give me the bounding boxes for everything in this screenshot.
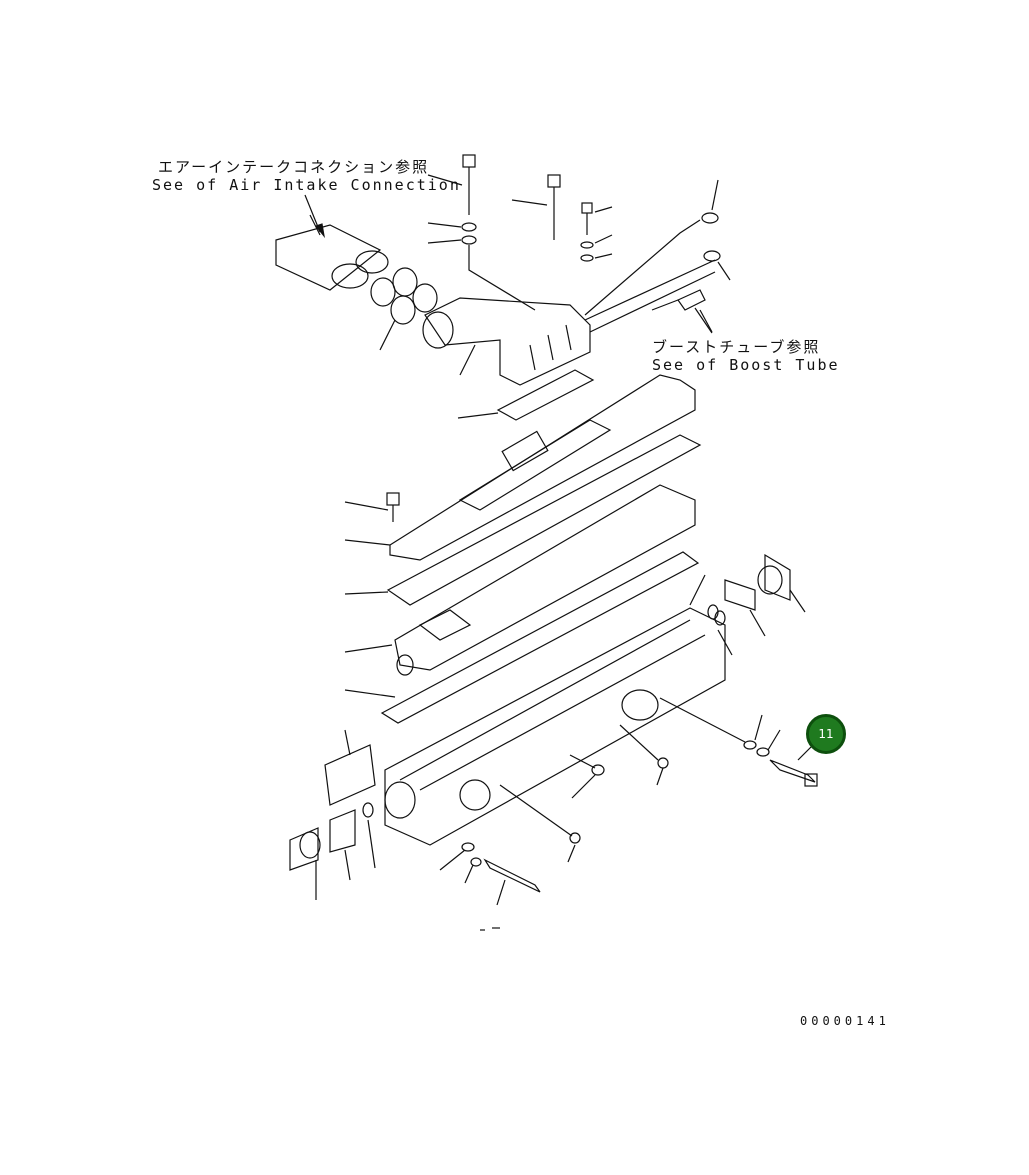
document-number: 00000141 xyxy=(800,1014,890,1028)
o-rings xyxy=(370,267,438,351)
aftercooler-cover xyxy=(344,374,696,561)
part-callout-11[interactable]: 11 xyxy=(806,714,846,754)
aftercooler-case xyxy=(384,574,726,846)
bolt-11 xyxy=(659,697,819,787)
air-intake-reference-en: See of Air Intake Connection xyxy=(152,176,461,194)
left-end-cover xyxy=(289,729,376,900)
intake-elbow xyxy=(422,297,591,386)
air-intake-reference-jp: エアーインテークコネクション参照 xyxy=(158,158,430,176)
boost-tube-reference-en: See of Boost Tube xyxy=(652,356,840,374)
top-bolts xyxy=(427,154,613,311)
right-end-cover xyxy=(707,553,806,656)
elbow-gasket xyxy=(457,369,595,421)
lower-bolts xyxy=(439,724,669,931)
air-intake-connection xyxy=(275,214,389,291)
reference-leaders xyxy=(304,194,713,333)
core-gasket xyxy=(344,551,700,724)
boost-tube-reference-jp: ブーストチューブ参照 xyxy=(652,338,821,356)
boost-tube xyxy=(584,179,731,334)
cover-gasket xyxy=(344,434,702,606)
aftercooler-core xyxy=(344,484,696,676)
